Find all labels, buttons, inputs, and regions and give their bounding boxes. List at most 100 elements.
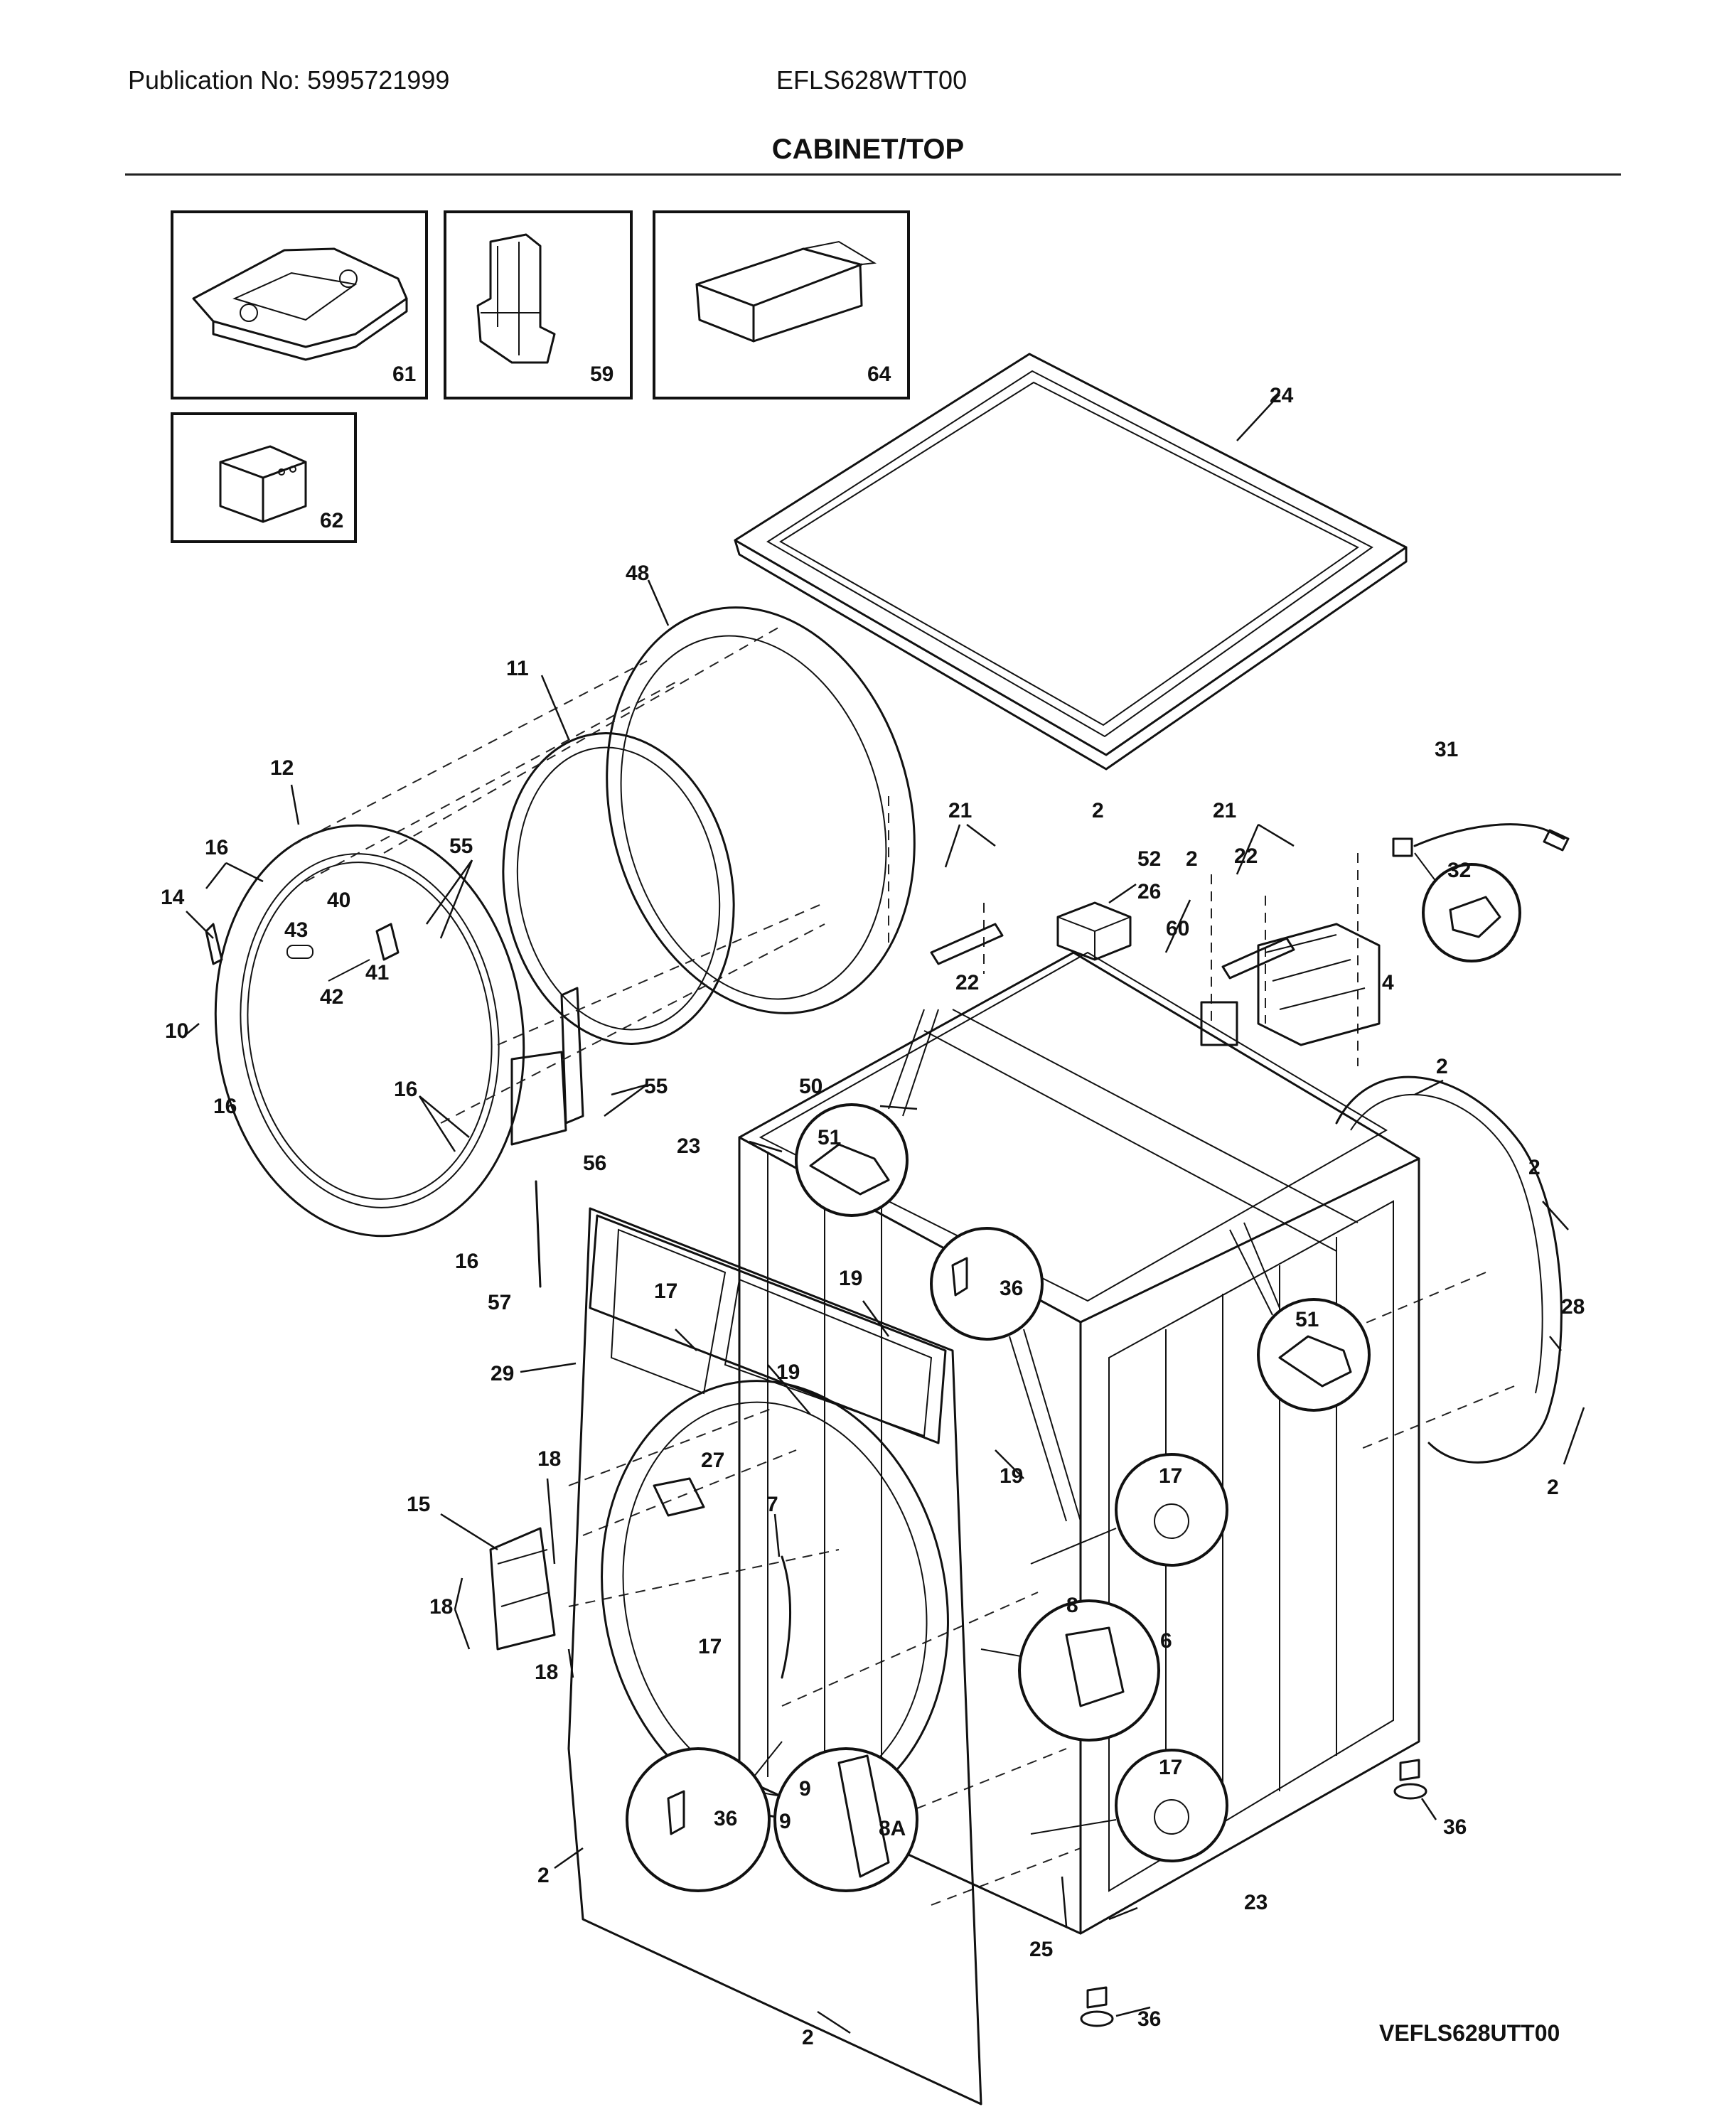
lower-hinge-15 [489,1527,556,1651]
part-label: 60 [1166,917,1189,940]
part-label: 24 [1270,384,1294,407]
part-label: 22 [1234,844,1258,868]
door-lock-27 [653,1477,705,1517]
header-divider [125,173,1621,176]
part-label: 8 [1066,1594,1078,1617]
part-label: 43 [284,918,308,942]
part-label: 42 [320,985,343,1009]
inset-part-64 [653,210,910,399]
part-label: 2 [802,2026,814,2049]
control-board-4 [1257,923,1381,1046]
inset-part-61 [171,210,428,399]
part-label: 57 [488,1291,511,1314]
part-label: 17 [1159,1756,1182,1779]
rod-57 [535,1180,542,1288]
zoom-36a [930,1227,1081,1522]
part-label: 2 [1186,847,1198,871]
leader-lines [181,394,1585,2034]
zoom-8-6 [980,1599,1160,1742]
part-label: 10 [165,1019,188,1043]
part-label: 19 [839,1267,862,1290]
part-label: 11 [506,657,529,680]
part-label: 59 [590,363,614,386]
inner-door-frame [606,606,916,1014]
part-label: 41 [365,961,389,985]
zoom-17b [1030,1749,1228,1862]
part-label: 16 [394,1078,417,1101]
part-label: 21 [1213,799,1236,822]
part-label: 36 [1000,1277,1023,1300]
part-label: 9 [799,1777,811,1801]
wire-harness-7 [781,1555,792,1679]
part-label: 17 [654,1280,677,1303]
leg-36d [1080,1986,1114,2027]
part-label: 26 [1137,880,1161,903]
part-label: 51 [1295,1308,1319,1331]
part-label: 7 [766,1493,778,1516]
part-label: 8A [879,1817,906,1840]
part-label: 31 [1435,738,1458,761]
part-label: 19 [1000,1464,1023,1488]
power-cord-31 [1392,823,1570,857]
alignment-lines [291,625,1515,1906]
part-label: 2 [1528,1156,1541,1179]
part-label: 18 [537,1447,561,1471]
part-label: 55 [449,835,473,858]
part-label: 16 [213,1095,237,1118]
part-label: 27 [701,1449,724,1472]
part-label: 61 [392,363,416,386]
part-label: 16 [455,1250,478,1273]
part-label: 48 [626,562,649,585]
inset-part-59 [444,210,633,399]
part-label: 36 [714,1807,737,1830]
part-label: 28 [1561,1295,1585,1319]
front-panel [567,1207,982,2105]
part-label: 62 [320,509,343,532]
model-number: EFLS628WTT00 [776,65,968,95]
part-label: 2 [1092,799,1104,822]
filter-52 [1056,901,1132,961]
part-label: 40 [327,889,350,912]
part-labels: 61 59 64 62 24 48 11 12 16 14 10 40 43 4… [161,363,1585,2049]
part-label: 29 [491,1362,514,1385]
zoom-51a [795,1009,939,1217]
part-label: 50 [799,1075,823,1098]
relay-60 [1200,1001,1238,1046]
leg-36c [1393,1759,1427,1800]
part-label: 25 [1029,1938,1053,1961]
part-label: 14 [161,886,185,909]
part-label: 36 [1137,2007,1161,2031]
part-label: 22 [955,971,979,994]
part-label: 55 [644,1075,668,1098]
outer-door-ring [214,824,525,1238]
part-label: 2 [537,1864,550,1887]
part-label: 64 [867,363,891,386]
part-label: 51 [818,1126,841,1149]
part-label: 21 [948,799,972,822]
part-label: 16 [205,836,228,859]
part-label: 23 [1244,1891,1268,1914]
bracket-22a [930,923,1004,965]
back-panel [1335,1075,1563,1464]
part-label: 18 [429,1595,453,1619]
part-label: 52 [1137,847,1161,871]
part-label: 17 [698,1635,722,1658]
zoom-51b [1229,1222,1371,1412]
top-panel [734,353,1408,771]
zoom-17a [1030,1453,1228,1567]
part-label: 2 [1436,1055,1448,1078]
part-label: 9 [779,1810,791,1833]
part-label: 12 [270,756,294,780]
part-label: 15 [407,1493,430,1516]
zoom-32 [1414,852,1521,962]
publication-number: Publication No: 5995721999 [128,65,450,95]
zoom-36b [626,1741,783,1892]
part-label: 18 [535,1661,558,1684]
part-label: 36 [1443,1815,1467,1839]
door-handle-parts [205,923,400,982]
diagram-code: VEFLS628UTT00 [1379,2020,1560,2046]
bracket-22b [1221,937,1295,980]
part-label: 6 [1160,1629,1172,1653]
part-label: 56 [583,1152,606,1175]
